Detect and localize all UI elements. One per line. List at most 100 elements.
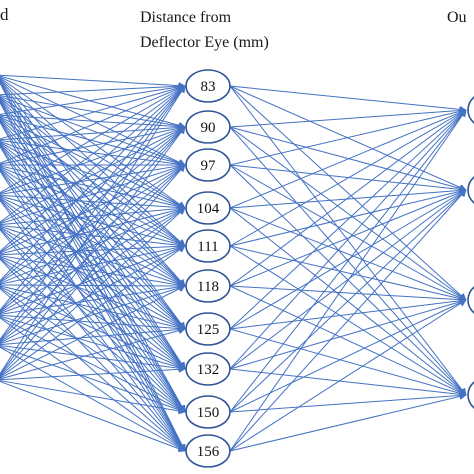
hidden-to-output-edge bbox=[229, 245, 467, 303]
input-layer-label-fragment: d bbox=[0, 5, 9, 24]
hidden-to-output-edge bbox=[229, 189, 467, 413]
output-node bbox=[467, 381, 474, 409]
hidden-node-label: 156 bbox=[197, 444, 220, 460]
output-node bbox=[467, 96, 474, 124]
hidden-to-output-edge bbox=[229, 189, 467, 287]
input-to-hidden-edge bbox=[0, 164, 186, 342]
hidden-to-output-edge bbox=[229, 298, 467, 370]
input-to-hidden-edge bbox=[0, 164, 186, 313]
input-to-hidden-edge bbox=[0, 126, 186, 283]
input-to-hidden-edge bbox=[0, 345, 186, 414]
hidden-to-output-edge bbox=[229, 328, 467, 397]
input-to-hidden-edge bbox=[0, 124, 186, 165]
output-layer-label-fragment: Ou bbox=[447, 9, 467, 26]
hidden-to-output-edge bbox=[229, 126, 467, 301]
input-to-hidden-edge bbox=[0, 283, 186, 315]
input-to-hidden-edge bbox=[0, 76, 186, 166]
hidden-to-output-edge bbox=[229, 391, 467, 413]
hidden-to-output-edge bbox=[229, 285, 467, 396]
hidden-to-output-edge bbox=[229, 297, 467, 330]
input-to-hidden-edge bbox=[0, 206, 186, 255]
hidden-node-label: 104 bbox=[197, 201, 220, 217]
input-to-hidden-edge bbox=[0, 205, 186, 226]
input-to-hidden-edge bbox=[0, 142, 186, 287]
input-to-hidden-edge bbox=[0, 327, 186, 380]
input-to-hidden-edge bbox=[0, 77, 186, 209]
hidden-node: 156 bbox=[185, 434, 231, 468]
input-to-hidden-edge bbox=[0, 199, 186, 452]
input-to-hidden-edge bbox=[0, 84, 186, 140]
hidden-node: 118 bbox=[185, 269, 231, 303]
hidden-node-circle bbox=[185, 229, 231, 263]
input-to-hidden-edge bbox=[0, 95, 186, 130]
input-to-hidden-edge bbox=[0, 85, 186, 194]
input-to-hidden-edge bbox=[0, 74, 186, 90]
hidden-node-label: 132 bbox=[197, 362, 220, 378]
input-to-hidden-edge bbox=[0, 85, 186, 311]
input-to-hidden-edge bbox=[0, 99, 186, 330]
input-to-hidden-edge bbox=[0, 285, 186, 379]
hidden-node-circle bbox=[185, 352, 231, 386]
hidden-node: 104 bbox=[185, 191, 231, 225]
input-to-hidden-edge bbox=[0, 207, 186, 378]
hidden-node-label: 97 bbox=[201, 158, 217, 174]
hidden-to-output-edge bbox=[229, 186, 467, 209]
input-to-hidden-edge bbox=[0, 164, 186, 284]
hidden-layer-title-line1: Distance from bbox=[140, 9, 232, 26]
hidden-node-circle bbox=[185, 191, 231, 225]
input-to-hidden-edge bbox=[0, 96, 186, 209]
nodes-group: 83 90 97 104 111 118 125 132 150 156 bbox=[185, 69, 474, 468]
hidden-node-label: 111 bbox=[197, 239, 218, 255]
hidden-node-label: 150 bbox=[197, 405, 220, 421]
input-to-hidden-edge bbox=[0, 126, 186, 312]
input-to-hidden-edge bbox=[0, 85, 186, 223]
input-to-hidden-edge bbox=[0, 228, 186, 413]
hidden-node: 83 bbox=[185, 69, 231, 103]
input-to-hidden-edge bbox=[0, 287, 186, 452]
hidden-to-output-edge bbox=[229, 299, 467, 452]
output-node bbox=[467, 286, 474, 314]
hidden-to-output-edge bbox=[229, 189, 467, 452]
input-to-hidden-edge bbox=[0, 315, 186, 371]
hidden-to-output-edge bbox=[229, 85, 467, 113]
hidden-to-output-edge bbox=[229, 85, 467, 396]
edges-group bbox=[0, 74, 467, 453]
hidden-node-circle bbox=[185, 269, 231, 303]
input-to-hidden-edge bbox=[0, 170, 186, 452]
input-to-hidden-edge bbox=[0, 284, 186, 345]
hidden-to-output-edge bbox=[229, 85, 467, 301]
hidden-to-output-edge bbox=[229, 109, 467, 413]
input-to-hidden-edge bbox=[0, 245, 186, 344]
hidden-to-output-edge bbox=[229, 299, 467, 413]
hidden-node-label: 125 bbox=[197, 322, 220, 338]
input-to-hidden-edge bbox=[0, 141, 186, 247]
input-to-hidden-edge bbox=[0, 380, 186, 453]
hidden-layer-title-line2: Deflector Eye (mm) bbox=[140, 34, 269, 51]
input-to-hidden-edge bbox=[0, 314, 186, 333]
hidden-node-label: 118 bbox=[197, 279, 219, 295]
input-to-hidden-edge bbox=[0, 207, 186, 284]
input-to-hidden-edge bbox=[0, 207, 186, 343]
hidden-to-output-edge bbox=[229, 109, 467, 452]
hidden-to-output-edge bbox=[229, 285, 467, 304]
hidden-node: 90 bbox=[185, 110, 231, 144]
input-to-hidden-edge bbox=[0, 285, 186, 331]
input-to-hidden-edge bbox=[0, 168, 186, 370]
input-to-hidden-edge bbox=[0, 198, 186, 370]
input-to-hidden-edge bbox=[0, 287, 186, 413]
input-to-hidden-edge bbox=[0, 198, 186, 413]
input-to-hidden-edge bbox=[0, 242, 186, 256]
hidden-to-output-edge bbox=[229, 109, 467, 370]
input-to-hidden-edge bbox=[0, 125, 186, 195]
hidden-node-circle bbox=[185, 148, 231, 182]
input-to-hidden-edge bbox=[0, 256, 186, 330]
input-to-hidden-edge bbox=[0, 126, 186, 376]
hidden-to-output-edge bbox=[229, 109, 467, 209]
output-node bbox=[467, 176, 474, 204]
input-to-hidden-edge bbox=[0, 85, 186, 341]
hidden-to-output-edge bbox=[229, 109, 467, 247]
hidden-node: 150 bbox=[185, 395, 231, 429]
hidden-to-output-edge bbox=[229, 189, 467, 370]
